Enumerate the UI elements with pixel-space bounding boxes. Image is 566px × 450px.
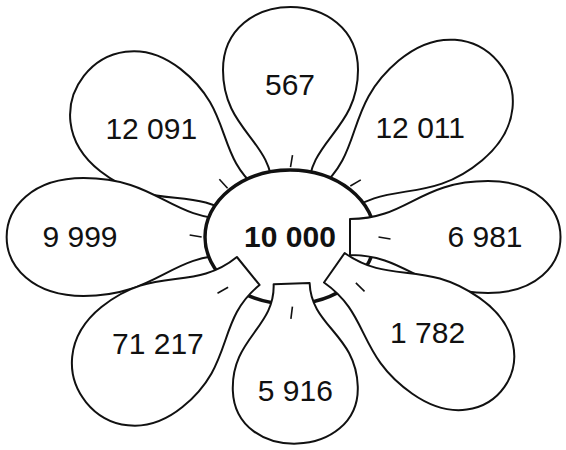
petal-number: 9 999 <box>42 220 117 254</box>
petal-vein <box>350 180 360 186</box>
petal-vein <box>356 283 365 292</box>
petal-number: 1 782 <box>390 316 465 350</box>
text-holder: 5 916 <box>258 374 333 408</box>
text-holder: 6 981 <box>447 220 522 254</box>
petal-vein <box>219 179 227 188</box>
petal-number: 567 <box>265 68 315 102</box>
petal-number: 6 981 <box>447 220 522 254</box>
petal-number: 12 091 <box>105 112 197 146</box>
text-holder: 71 217 <box>112 327 204 361</box>
petal: 5 916 <box>227 279 364 450</box>
text-holder: 12 011 <box>375 111 465 145</box>
text-holder: 567 <box>265 68 315 102</box>
petal-vein <box>378 237 390 239</box>
petal-shape <box>72 257 260 426</box>
petal-shape <box>233 283 358 444</box>
petal-number: 5 916 <box>258 374 333 408</box>
text-holder: 1 782 <box>390 316 465 350</box>
petal-vein <box>290 155 292 167</box>
petal-vein <box>291 307 293 319</box>
petal-shape <box>223 7 358 190</box>
center-number: 10 000 <box>244 220 336 254</box>
petal-outline <box>320 249 562 450</box>
petal-vein <box>190 235 202 237</box>
petal: 1 782 <box>320 249 562 450</box>
petal-number: 71 217 <box>112 327 204 361</box>
petal-number: 12 011 <box>375 111 465 145</box>
text-holder: 12 091 <box>105 112 197 146</box>
petal-vein <box>218 287 229 293</box>
text-holder: 10 000 <box>244 220 336 254</box>
petal-outline <box>227 279 364 450</box>
text-holder: 9 999 <box>42 220 117 254</box>
petal: 71 217 <box>23 253 264 450</box>
